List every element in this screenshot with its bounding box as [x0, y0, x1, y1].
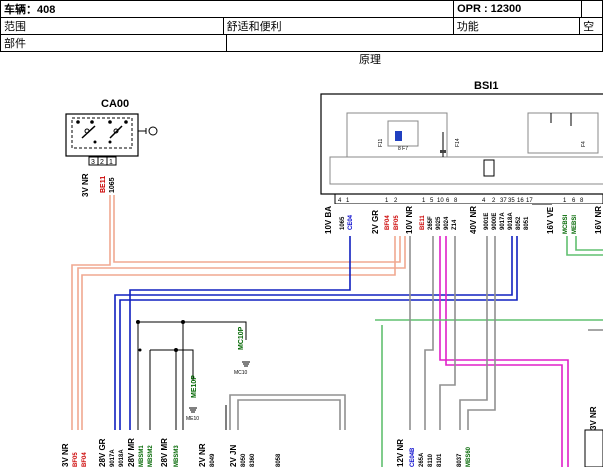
- svg-text:265A: 265A: [419, 452, 425, 467]
- svg-text:28V GR: 28V GR: [98, 438, 107, 467]
- svg-text:2V JN: 2V JN: [229, 445, 238, 467]
- function-label: 功能: [452, 17, 581, 35]
- svg-text:8: 8: [580, 198, 584, 204]
- svg-text:17: 17: [526, 198, 533, 204]
- ground-me10-icon: [189, 407, 197, 413]
- svg-text:9017A: 9017A: [500, 212, 506, 230]
- ca00-wire-color: 3V NR: [81, 173, 90, 197]
- svg-text:8: 8: [454, 198, 458, 204]
- ground-label-mc10p: MC10P: [238, 326, 245, 350]
- svg-text:4: 4: [338, 198, 342, 204]
- svg-text:16V VE: 16V VE: [546, 206, 555, 234]
- svg-text:MBS60: MBS60: [466, 446, 472, 467]
- bsi1-box: [320, 93, 603, 195]
- svg-text:2V NR: 2V NR: [198, 443, 207, 467]
- svg-text:9017A: 9017A: [110, 449, 116, 467]
- svg-text:MBSM1: MBSM1: [139, 445, 145, 467]
- svg-text:2V GR: 2V GR: [371, 210, 380, 234]
- svg-text:Z14: Z14: [452, 219, 458, 230]
- svg-text:F14: F14: [455, 138, 461, 147]
- ic-chip-icon: [483, 159, 495, 177]
- page-subtitle: 原理: [359, 54, 381, 66]
- svg-text:10V BA: 10V BA: [324, 206, 333, 234]
- svg-text:9000E: 9000E: [492, 213, 498, 230]
- svg-text:28V MR: 28V MR: [160, 438, 169, 467]
- ca00-inner: [71, 117, 133, 149]
- ca00-box: [65, 113, 139, 157]
- svg-text:4: 4: [482, 198, 486, 204]
- svg-text:F4: F4: [581, 141, 587, 147]
- svg-text:MC10: MC10: [234, 370, 248, 376]
- svg-text:8101: 8101: [437, 453, 443, 467]
- ground-mc10-icon: [242, 361, 250, 367]
- svg-text:3V NR: 3V NR: [589, 406, 598, 430]
- svg-text:BF04: BF04: [385, 215, 391, 230]
- svg-text:MBSM3: MBSM3: [174, 445, 180, 467]
- svg-text:40V NR: 40V NR: [469, 206, 478, 234]
- svg-text:2: 2: [394, 198, 398, 204]
- svg-text:8058: 8058: [276, 453, 282, 467]
- header-table: 车辆：408 OPR : 12300 范围 舒适和便利 功能 空 部件: [0, 0, 603, 52]
- svg-text:BF05: BF05: [394, 215, 400, 230]
- svg-text:1065: 1065: [340, 216, 346, 230]
- svg-text:ME10: ME10: [186, 416, 199, 422]
- key-switch-icon: [76, 120, 158, 144]
- svg-text:F11: F11: [378, 139, 384, 147]
- svg-text:9018A: 9018A: [508, 212, 514, 230]
- svg-text:9001E: 9001E: [484, 213, 490, 230]
- svg-text:MEBSI: MEBSI: [572, 215, 578, 234]
- ca00-title: CA00: [101, 98, 129, 110]
- svg-text:8360: 8360: [250, 453, 256, 467]
- svg-text:28V MR: 28V MR: [127, 438, 136, 467]
- svg-text:BF04: BF04: [82, 452, 88, 467]
- svg-text:265F: 265F: [428, 216, 434, 230]
- svg-text:1: 1: [109, 159, 113, 166]
- svg-text:8050: 8050: [241, 453, 247, 467]
- svg-text:5: 5: [430, 198, 434, 204]
- svg-text:10: 10: [437, 198, 444, 204]
- svg-text:8051: 8051: [524, 216, 530, 230]
- svg-text:12V NR: 12V NR: [396, 439, 405, 467]
- svg-text:CE04B: CE04B: [410, 447, 416, 467]
- ground-label-me10p: ME10P: [191, 375, 198, 398]
- svg-text:2: 2: [100, 159, 104, 166]
- ca00-wire-1065: 1065: [109, 177, 116, 193]
- bsi1-title: BSI1: [474, 80, 498, 92]
- svg-text:8049: 8049: [210, 453, 216, 467]
- svg-text:35: 35: [508, 198, 515, 204]
- svg-text:6: 6: [572, 198, 576, 204]
- svg-text:1: 1: [422, 198, 426, 204]
- svg-text:9025: 9025: [436, 216, 442, 230]
- svg-text:BF05: BF05: [73, 452, 79, 467]
- svg-text:9018A: 9018A: [119, 449, 125, 467]
- svg-text:10V NR: 10V NR: [405, 206, 414, 234]
- svg-text:1: 1: [563, 198, 567, 204]
- relay-icon: [395, 131, 402, 141]
- svg-text:BE11: BE11: [420, 215, 426, 230]
- svg-text:37: 37: [500, 198, 507, 204]
- svg-text:16V NR: 16V NR: [594, 206, 603, 234]
- svg-text:3V NR: 3V NR: [61, 443, 70, 467]
- svg-text:8110: 8110: [428, 453, 434, 467]
- svg-text:1: 1: [385, 198, 389, 204]
- ca00-wire-be11: BE11: [100, 176, 107, 193]
- svg-text:8052: 8052: [516, 216, 522, 230]
- svg-text:3: 3: [91, 159, 95, 166]
- svg-text:MBSM2: MBSM2: [148, 445, 154, 467]
- ca00-connector: [88, 156, 117, 166]
- svg-text:6: 6: [446, 198, 450, 204]
- svg-text:8037: 8037: [457, 453, 463, 467]
- svg-text:8 F7: 8 F7: [398, 146, 408, 152]
- svg-text:CE04: CE04: [348, 214, 354, 230]
- svg-text:9024: 9024: [444, 216, 450, 230]
- svg-text:2: 2: [492, 198, 496, 204]
- svg-text:16: 16: [517, 198, 524, 204]
- svg-text:MCBSI: MCBSI: [563, 214, 569, 234]
- svg-text:1: 1: [346, 198, 350, 204]
